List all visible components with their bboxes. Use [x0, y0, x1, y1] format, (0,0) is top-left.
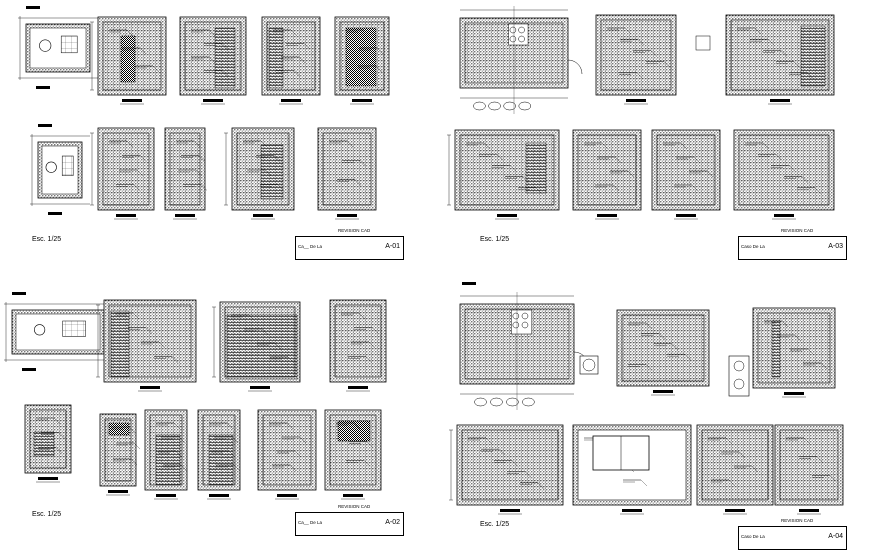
elevation-drawing — [447, 129, 560, 220]
elevation-drawing — [96, 299, 197, 392]
kitchen-plan-drawing — [459, 6, 583, 114]
elevation-drawing — [317, 127, 377, 220]
scale-label-sheet-1: Esc. 1/25 — [32, 236, 62, 243]
scale-label-sheet-3: Esc. 1/25 — [32, 511, 62, 518]
title-block-brand: Caso De La — [741, 534, 765, 539]
elevation-drawing — [212, 301, 301, 392]
elevation-drawing — [197, 409, 241, 500]
elevation-drawing — [651, 129, 721, 220]
elevation-drawing — [261, 16, 321, 105]
sheet-code: A-04 — [828, 533, 843, 540]
title-block-brand: Ca__ De La — [298, 244, 323, 249]
elevation-drawing — [696, 424, 774, 515]
elevation-drawing — [324, 409, 382, 500]
title-block-header: REVISION CAD — [781, 518, 814, 523]
floor-plan-drawing — [4, 292, 112, 371]
elevation-drawing — [164, 127, 208, 220]
elevation-drawing — [99, 413, 141, 496]
elevation-drawing — [24, 404, 72, 483]
title-block-header: REVISION CAD — [338, 504, 371, 509]
elevation-drawing — [334, 16, 390, 105]
kitchen-plan-drawing — [459, 282, 589, 410]
scale-label-sheet-4: Esc. 1/25 — [480, 521, 510, 528]
title-block-brand: Caso De La — [741, 244, 765, 249]
title-block-sheet-2: REVISION CAD Caso De La A-03 — [738, 228, 847, 260]
scale-label-sheet-2: Esc. 1/25 — [480, 236, 510, 243]
title-block-header: REVISION CAD — [781, 228, 814, 233]
elevation-drawing — [179, 16, 247, 105]
elevation-drawing — [616, 309, 710, 396]
title-block-sheet-4: REVISION CAD Caso De La A-04 — [738, 518, 847, 550]
elevation-drawing — [725, 14, 835, 105]
title-block-brand: Ca__ De La — [298, 520, 323, 525]
elevation-drawing — [774, 424, 844, 515]
sheet-code: A-01 — [385, 243, 400, 250]
elevation-drawing — [595, 14, 677, 105]
fixture-detail — [579, 355, 599, 375]
elevation-drawing — [752, 307, 836, 398]
elevation-drawing — [329, 299, 387, 392]
elevation-drawing — [733, 129, 835, 220]
elevation-drawing — [449, 424, 564, 515]
floor-plan-drawing — [18, 6, 98, 89]
elevation-drawing — [90, 127, 155, 220]
title-block-sheet-3: REVISION CAD Ca__ De La A-02 — [295, 504, 404, 536]
floor-plan-drawing — [30, 124, 90, 215]
title-block-sheet-1: REVISION CAD Ca__ De La A-01 — [295, 228, 404, 260]
elevation-drawing — [257, 409, 317, 500]
elevation-drawing — [90, 16, 167, 105]
title-block-header: REVISION CAD — [338, 228, 371, 233]
fixture-detail — [728, 355, 750, 397]
sheet-code: A-02 — [385, 519, 400, 526]
elevation-drawing — [144, 409, 188, 500]
elevation-drawing — [224, 127, 295, 220]
elevation-drawing — [572, 129, 642, 220]
sheet-code: A-03 — [828, 243, 843, 250]
